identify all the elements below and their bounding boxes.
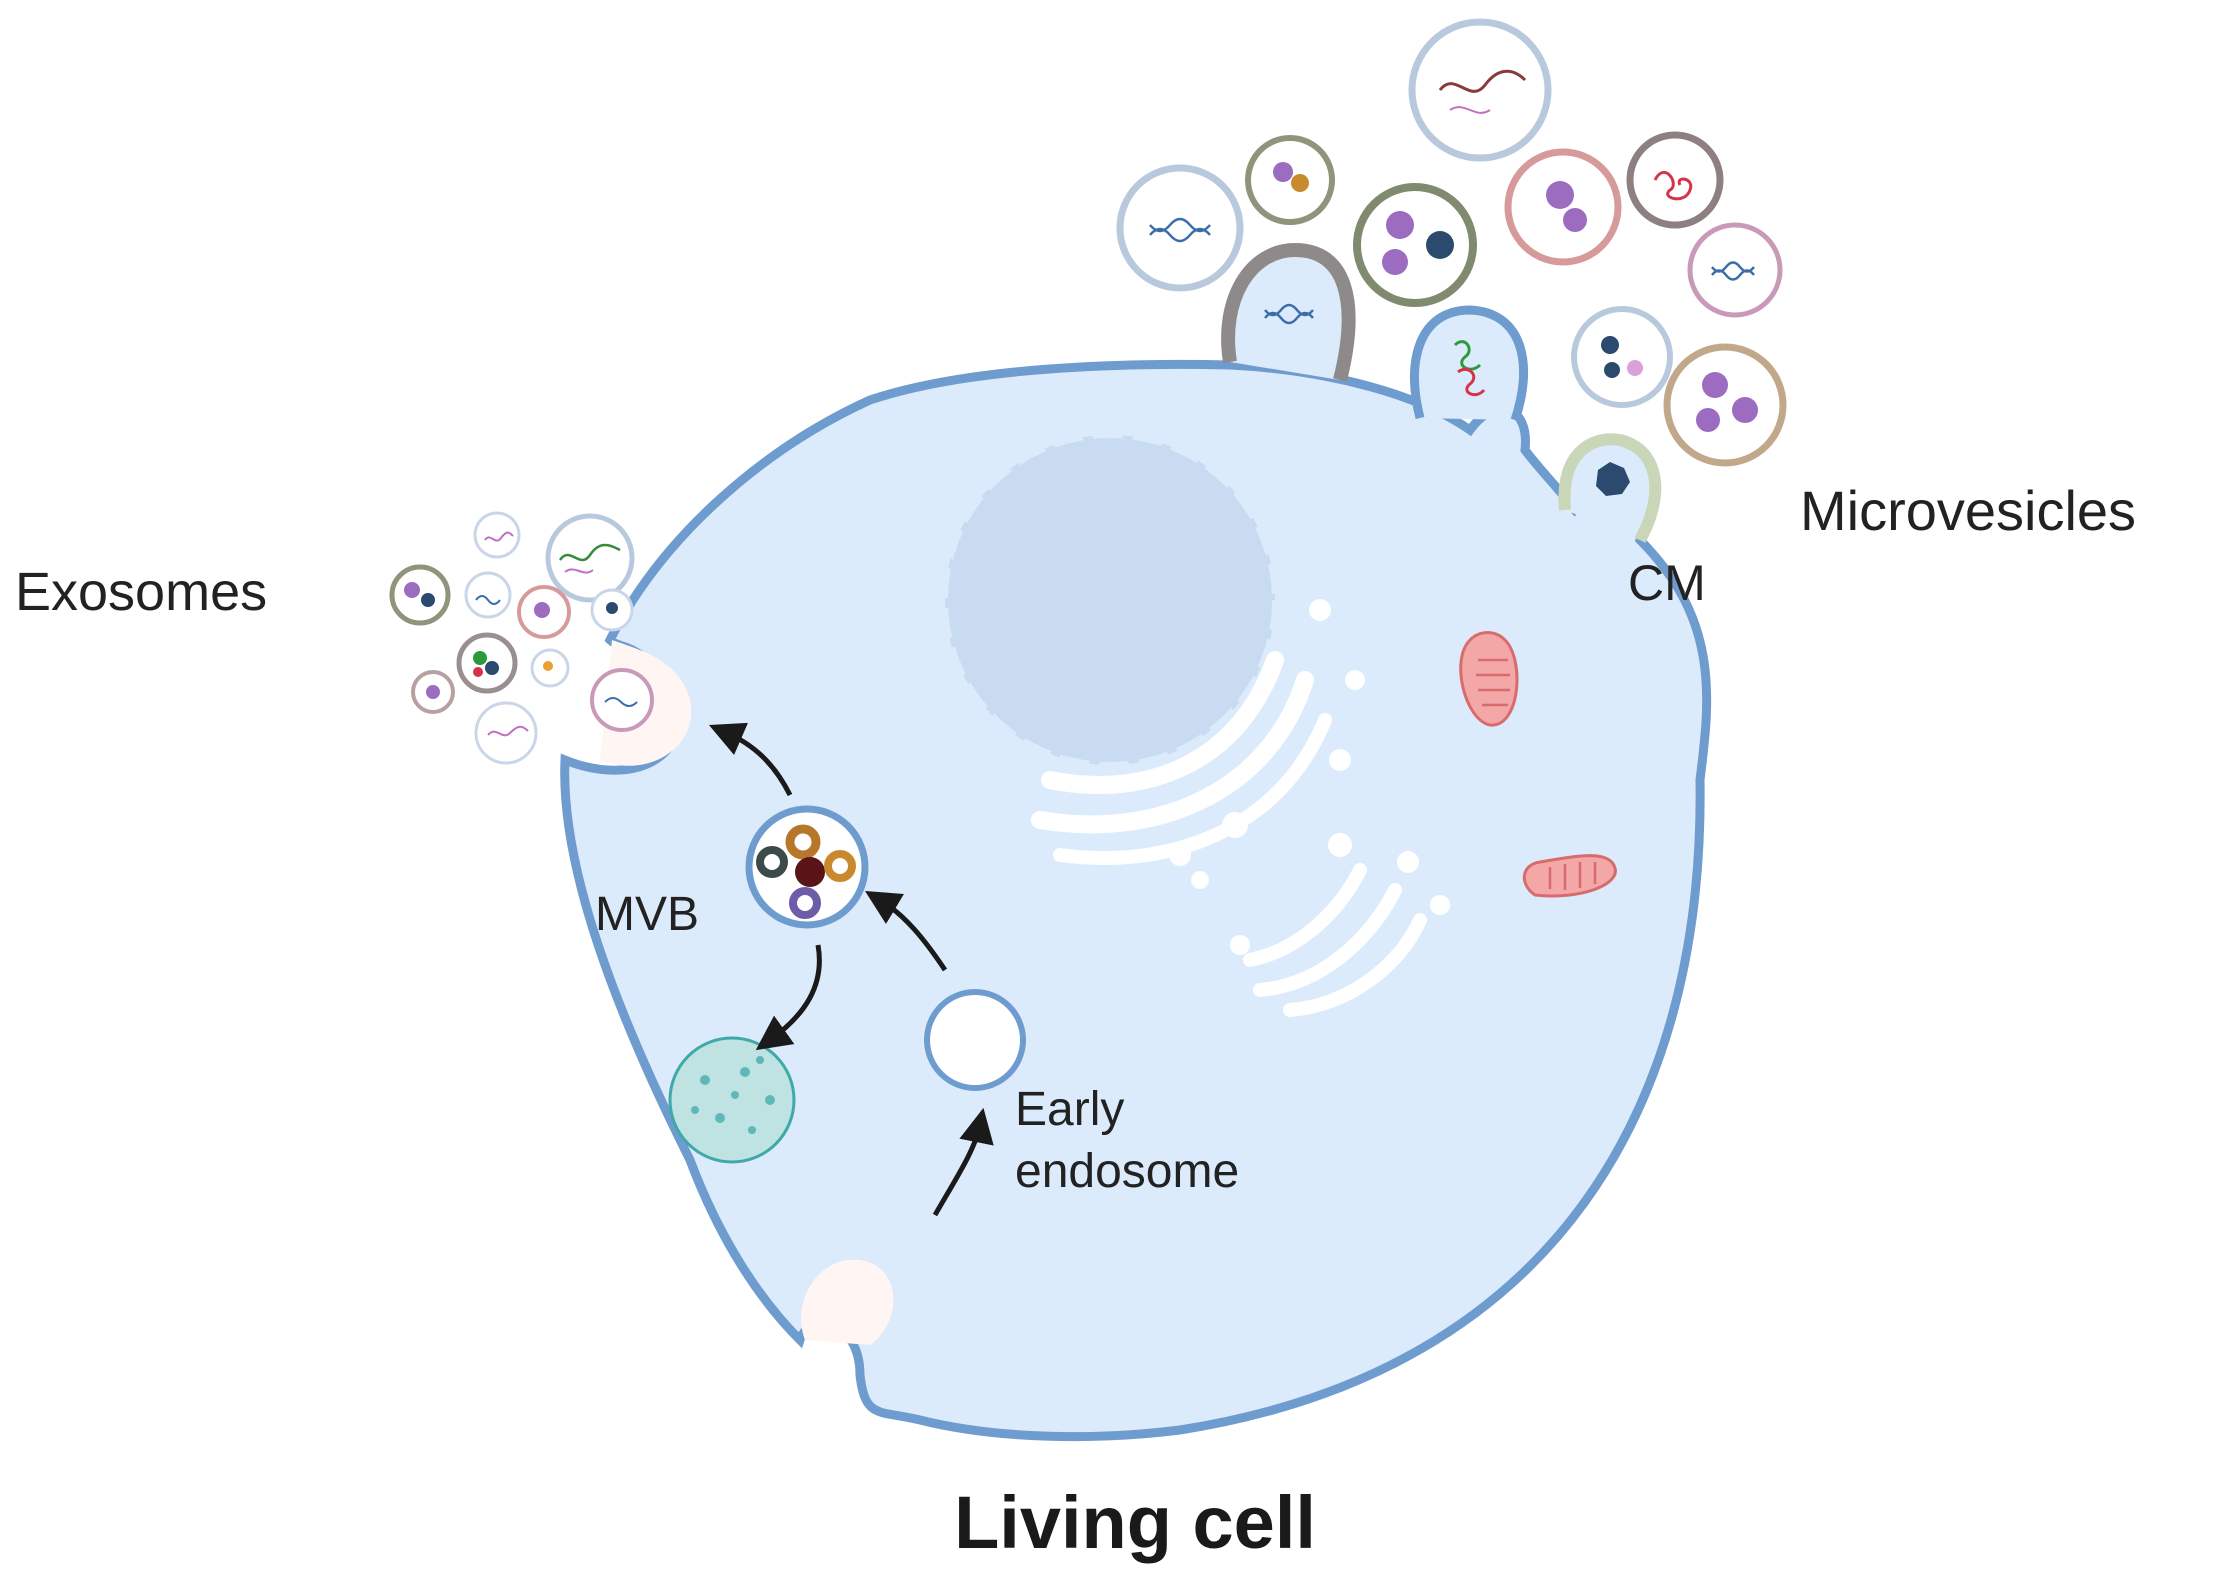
er-vesicles [1169,599,1365,889]
arrow-icon [708,722,793,797]
protein-icon [1596,462,1630,496]
microvesicle [1245,135,1335,225]
exosome-cluster [389,511,654,765]
exosome [590,588,634,632]
dna-icon [1264,303,1314,325]
microvesicle [1571,306,1673,408]
mitochondrion-2 [1522,854,1617,898]
diagram-title: Living cell [954,1481,1316,1564]
exosome [411,670,455,714]
living-cell [560,242,1712,1442]
label-exosomes: Exosomes [15,562,267,622]
microvesicle [1116,164,1244,292]
label-early-endosome-line1: Early [1015,1083,1124,1136]
lysosome [668,1036,796,1164]
microvesicle [1663,343,1787,467]
exosome [464,571,512,619]
rna-icon [1453,340,1486,397]
microvesicle [1353,183,1477,307]
nucleus [942,432,1278,768]
label-early-endosome-line2: endosome [1015,1145,1239,1198]
multivesicular-body [745,805,869,929]
exosome [517,585,571,639]
exosome [530,648,570,688]
arrow-icon [755,944,822,1051]
exosome [474,701,538,765]
microvesicle [1504,148,1622,266]
exosome [545,513,635,603]
golgi-vesicles [1230,833,1450,955]
exosome [473,511,521,559]
microvesicle [1687,222,1783,318]
budding-microvesicle-2 [1409,305,1529,422]
label-mvb: MVB [595,888,699,941]
arrow-icon [932,1107,994,1217]
label-microvesicles: Microvesicles [1800,479,2136,542]
exosome [389,564,451,626]
early-endosome [924,989,1026,1091]
microvesicle [1626,131,1724,229]
pathway-arrows [708,722,994,1217]
exosome [590,668,654,732]
endocytic-pit [801,1259,894,1345]
endoplasmic-reticulum [1031,651,1332,865]
microvesicle-cluster [1116,18,1787,467]
label-cm: CM [1628,555,1706,611]
microvesicle [1408,18,1552,162]
mitochondrion-1 [1459,631,1519,727]
arrow-icon [864,890,948,972]
exosome [456,632,518,694]
golgi-apparatus [1243,863,1427,1017]
